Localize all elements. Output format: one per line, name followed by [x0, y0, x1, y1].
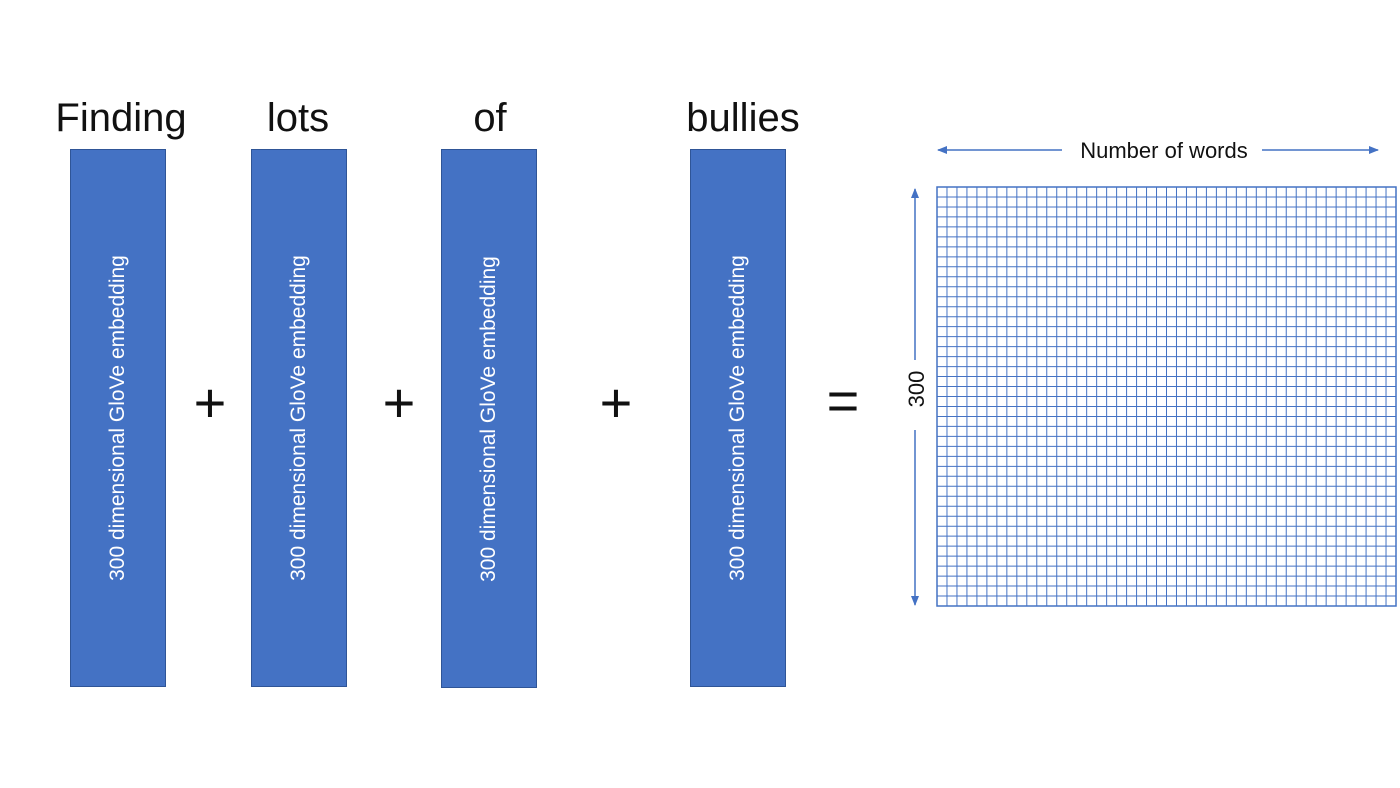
word-finding: Finding — [55, 96, 187, 140]
plus-operator-3: + — [599, 371, 633, 434]
word-lots: lots — [266, 96, 330, 140]
equals-operator: = — [826, 369, 860, 432]
embedding-bar-finding: 300 dimensional GloVe embedding — [70, 149, 166, 687]
matrix-height-label: 300 — [904, 371, 929, 408]
embedding-bar-of: 300 dimensional GloVe embedding — [441, 149, 537, 688]
word-of: of — [473, 96, 507, 140]
plus-operator-1: + — [193, 371, 227, 434]
word-bullies: bullies — [686, 96, 800, 140]
plus-operator-2: + — [382, 371, 416, 434]
matrix-width-label: Number of words — [1080, 138, 1248, 163]
embedding-bar-lots: 300 dimensional GloVe embedding — [251, 149, 347, 687]
embedding-bar-bullies: 300 dimensional GloVe embedding — [690, 149, 786, 687]
word-matrix-grid — [936, 186, 1397, 607]
